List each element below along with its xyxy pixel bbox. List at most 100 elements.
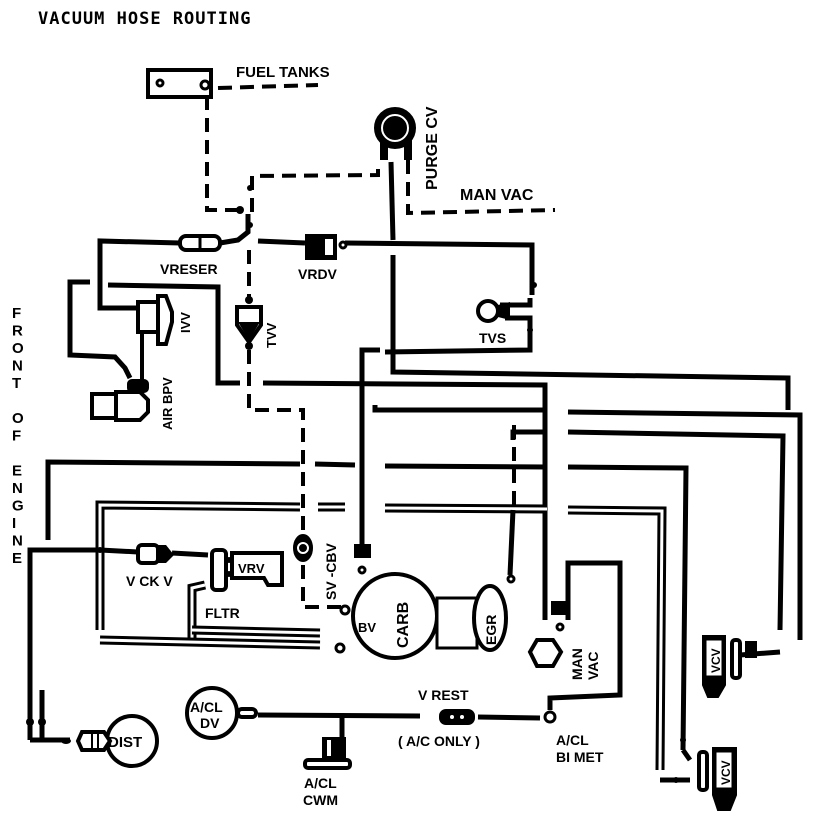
purge-cv-label: PURGE CV: [424, 106, 441, 190]
acl-dv-component: [185, 686, 258, 740]
fuel-tanks-component: [146, 68, 213, 99]
vrdv-label: VRDV: [298, 266, 338, 282]
egr-vertical-hose: [507, 509, 516, 576]
man-vac-bottom-label-2: VAC: [585, 651, 601, 680]
purge-cv-component: [374, 107, 416, 160]
man-vac-bottom-hose: [547, 560, 623, 710]
fltr-vrv-component: [210, 548, 284, 592]
vrv-label: VRV: [238, 561, 265, 576]
man-vac-bottom-component: [527, 601, 567, 668]
left-long-hose: [45, 459, 301, 540]
air-bpv-component: [90, 379, 150, 422]
vcv-2-top-hose: [680, 748, 693, 762]
fltr-label: FLTR: [205, 605, 240, 621]
front-of-engine-letter: F: [12, 305, 21, 322]
acl-cwm-label-1: A/CL: [304, 775, 337, 791]
vckv-left-hose: [99, 547, 139, 555]
tvs-component: [476, 299, 510, 323]
front-of-engine-letter: R: [12, 323, 23, 340]
ivv-left-hose: [97, 300, 140, 311]
front-of-engine-letter: N: [12, 358, 23, 375]
left-long-hose-2: [314, 461, 356, 468]
dist-outer-hose: [27, 547, 100, 740]
carb-label: CARB: [395, 602, 412, 648]
vcv-1-component: [702, 635, 781, 698]
sv-cbv-component: [293, 534, 313, 562]
ac-only-label: ( A/C ONLY ): [398, 733, 480, 749]
egr-label: EGR: [483, 615, 499, 645]
vckv-right-hose: [171, 550, 209, 558]
v-rest-label: V REST: [418, 687, 469, 703]
right-vcv-hose-1: [567, 409, 803, 640]
carb-top-connector: [354, 544, 371, 558]
tvv-label: TVV: [264, 322, 279, 348]
acl-cwm-component: [303, 737, 352, 770]
right-long-hose: [567, 464, 689, 751]
front-of-engine-letter: O: [12, 410, 24, 427]
acl-cwm-label-2: CWM: [303, 792, 338, 808]
front-of-engine-letter: I: [12, 515, 16, 532]
vckv-component: [136, 543, 174, 565]
acl-bimet-label-1: A/CL: [556, 732, 589, 748]
vreser-label: VRESER: [160, 261, 218, 277]
ivv-component: [136, 294, 174, 380]
front-of-engine-letter: O: [12, 340, 24, 357]
mid-long-hose: [384, 463, 548, 470]
sv-cbv-label: SV -CBV: [323, 543, 339, 600]
double-hose-right: [567, 505, 667, 771]
junction-dots: [26, 185, 686, 783]
tvs-label: TVS: [479, 330, 506, 346]
vrdv-right-hose: [344, 240, 535, 295]
front-of-engine-letter: G: [12, 498, 24, 515]
bv-label: BV: [358, 620, 376, 635]
air-bpv-left-hose: [67, 279, 133, 380]
acl-bimet-label-2: BI MET: [556, 749, 604, 765]
front-of-engine-letter: E: [12, 550, 22, 567]
acl-dv-label-2: DV: [200, 715, 220, 731]
fuel-tanks-label: FUEL TANKS: [236, 64, 330, 81]
dist-label: DIST: [108, 734, 142, 751]
dist-component: [61, 714, 159, 768]
vrdv-component: [305, 234, 348, 260]
front-of-engine-letter: F: [12, 428, 21, 445]
vcv-2-component: [697, 747, 737, 811]
front-of-engine-letter: N: [12, 480, 23, 497]
ivv-to-man-vac-hose: [262, 380, 548, 620]
egr-component: [435, 584, 508, 652]
ivv-upper-hose: [107, 282, 240, 386]
vreser-right-hose: [219, 214, 251, 246]
vcv-1-label: VCV: [709, 648, 723, 673]
man-vac-bottom-label-1: MAN: [569, 648, 585, 680]
right-vcv-hose-2: [567, 429, 786, 631]
tvs-bottom-hose: [384, 315, 533, 355]
vreser-left-hose: [97, 238, 181, 300]
front-of-engine-letter: N: [12, 533, 23, 550]
carb-left-vertical-hose: [359, 347, 380, 545]
ivv-label: IVV: [178, 312, 193, 333]
vrdv-left-hose: [257, 238, 306, 246]
front-of-engine-letter: E: [12, 463, 22, 480]
v-rest-component: [439, 709, 475, 725]
vcv-2-label: VCV: [719, 760, 733, 785]
acl-bimet-port: [543, 710, 557, 724]
purge-cv-down-hose: [388, 161, 396, 241]
vckv-label: V CK V: [126, 573, 173, 589]
tvv-component: [235, 296, 263, 350]
acl-dv-label-1: A/CL: [190, 699, 223, 715]
purge-to-vcv-hose: [390, 255, 791, 410]
purge-man-vac-line: [406, 160, 556, 216]
acl-dv-hose: [257, 712, 421, 719]
fuel-tanks-dashed-line: [217, 83, 319, 90]
man-vac-top-label: MAN VAC: [460, 187, 534, 204]
purge-vapor-line: [250, 165, 380, 212]
sv-cbv-carb-line: [301, 565, 345, 609]
dashed-lines: [205, 83, 556, 620]
front-of-engine-letter: T: [12, 375, 21, 392]
vreser-component: [178, 234, 222, 252]
air-bpv-label: AIR BPV: [160, 377, 175, 430]
carb-upper-hose: [372, 405, 547, 413]
diagram-title: VACUUM HOSE ROUTING: [38, 9, 251, 29]
solid-hoses: [27, 161, 803, 783]
